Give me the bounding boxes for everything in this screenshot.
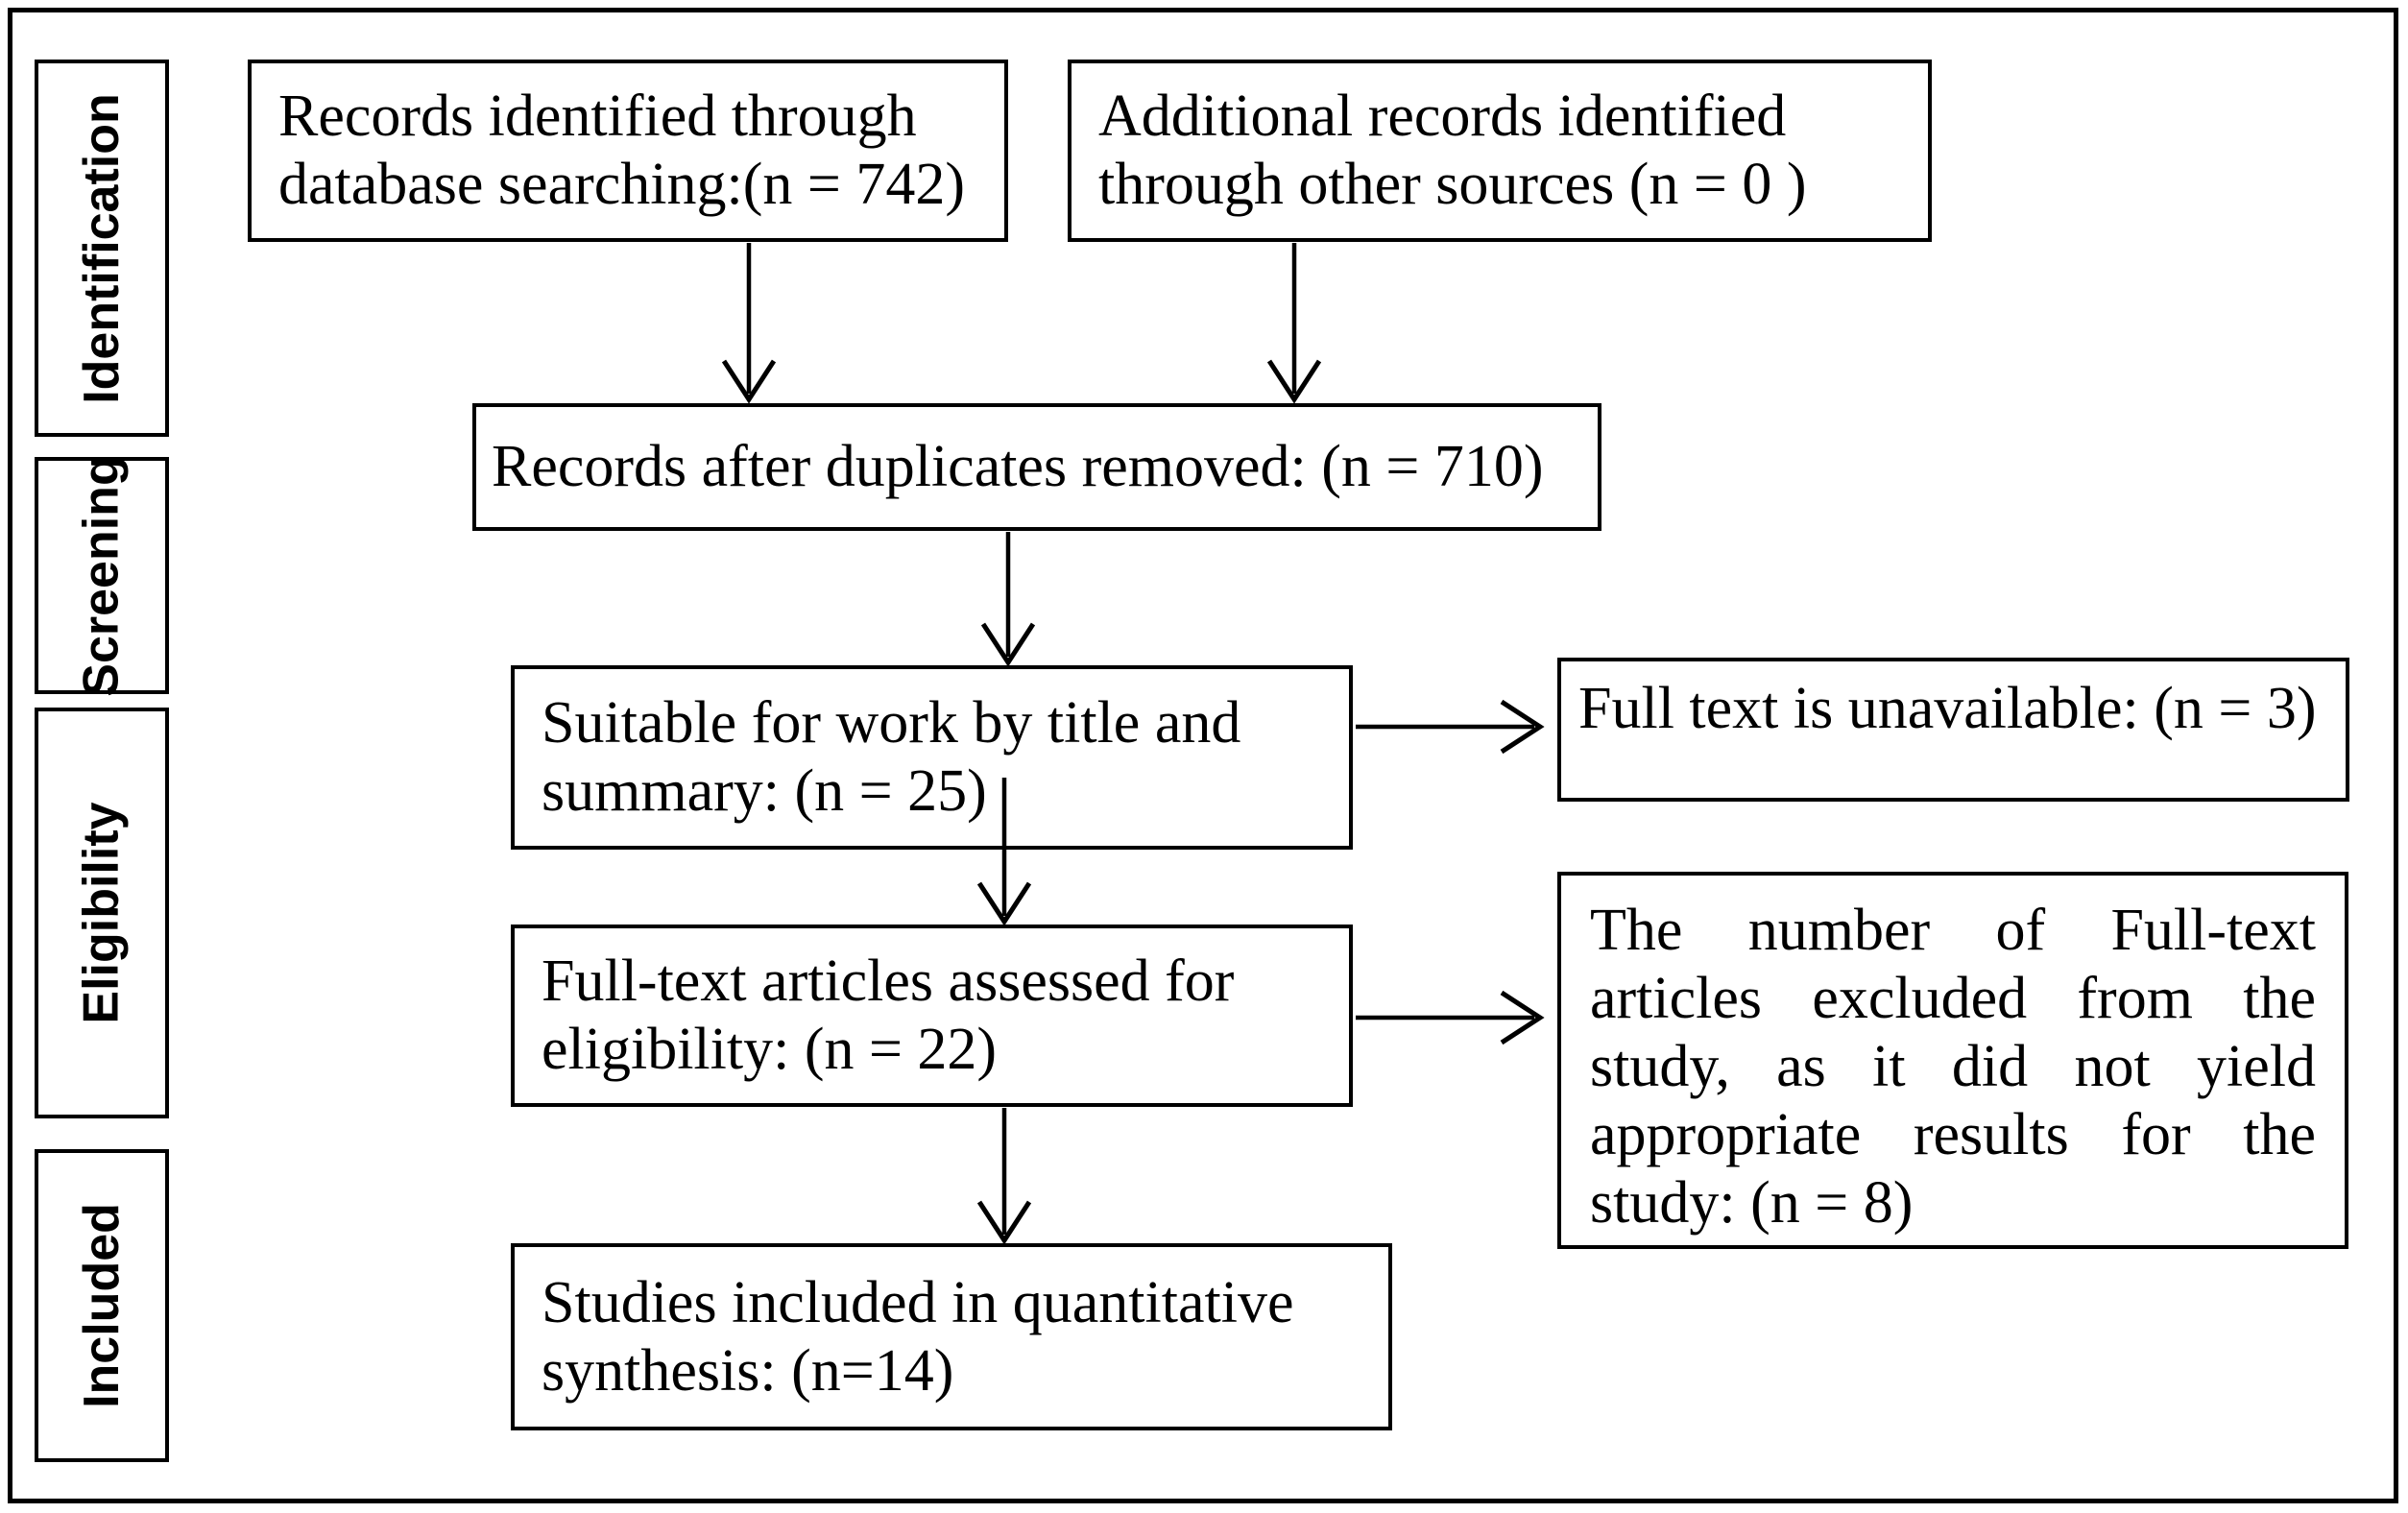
box-fulltext-excluded-line3: study, as it did not yield <box>1590 1034 2316 1099</box>
outer-border <box>8 8 2398 1503</box>
stage-identification: Identification <box>35 60 169 437</box>
box-fulltext-excluded-line5: study: (n = 8) <box>1590 1170 1914 1236</box>
box-fulltext-excluded: The number of Full-text articles exclude… <box>1557 872 2348 1249</box>
box-fulltext-unavailable: Full text is unavailable: (n = 3) <box>1557 658 2349 802</box>
box-included-synthesis-line1: Studies included in quantitative <box>542 1269 1294 1335</box>
stage-screening-label: Screening <box>74 454 131 697</box>
box-fulltext-excluded-line1: The number of Full-text <box>1590 898 2316 963</box>
box-fulltext-assessed: Full-text articles assessed for eligibil… <box>511 925 1353 1107</box>
box-fulltext-assessed-line1: Full-text articles assessed for <box>542 949 1235 1014</box>
box-additional-records-line1: Additional records identified <box>1098 84 1787 149</box>
box-included-synthesis-line2: synthesis: (n=14) <box>542 1337 954 1404</box>
box-included-synthesis: Studies included in quantitative synthes… <box>511 1243 1392 1430</box>
stage-included: Included <box>35 1149 169 1462</box>
stage-eligibility-label: Eligibility <box>74 802 131 1024</box>
box-records-identified-line2: database searching:(n = 742) <box>278 152 965 217</box>
stage-screening: Screening <box>35 454 169 697</box>
box-title-summary-line2: summary: (n = 25) <box>542 758 987 824</box>
box-fulltext-unavailable-line1: Full text is unavailable: (n = 3) <box>1578 676 2317 741</box>
box-after-duplicates: Records after duplicates removed: (n = 7… <box>472 403 1601 531</box>
box-fulltext-excluded-line4: appropriate results for the <box>1590 1102 2316 1167</box>
box-title-summary-line1: Suitable for work by title and <box>542 690 1241 756</box>
stage-identification-label: Identification <box>74 92 130 404</box>
stage-included-label: Included <box>74 1203 131 1408</box>
box-additional-records-line2: through other sources (n = 0 ) <box>1098 152 1807 217</box>
stage-eligibility: Eligibility <box>35 708 169 1118</box>
box-after-duplicates-line1: Records after duplicates removed: (n = 7… <box>492 434 1544 499</box>
box-additional-records: Additional records identified through ot… <box>1068 60 1932 242</box>
box-fulltext-excluded-line2: articles excluded from the <box>1590 966 2316 1031</box>
box-title-summary: Suitable for work by title and summary: … <box>511 665 1353 850</box>
box-fulltext-assessed-line2: eligibility: (n = 22) <box>542 1017 998 1082</box>
box-records-identified-line1: Records identified through <box>278 84 917 149</box>
box-records-identified: Records identified through database sear… <box>248 60 1008 242</box>
